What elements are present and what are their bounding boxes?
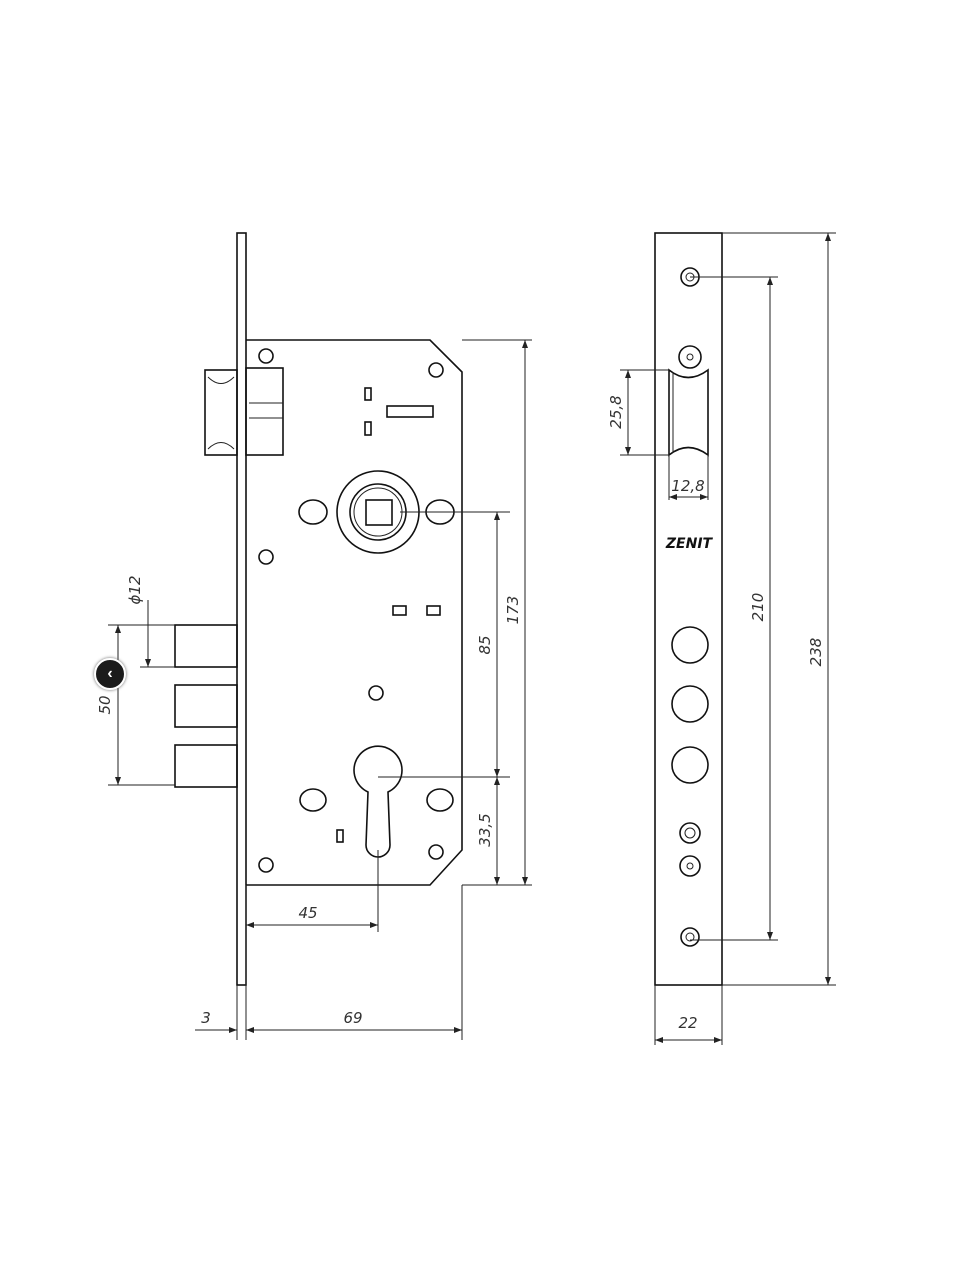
dim-latch-width: 12,8 <box>671 477 704 495</box>
dim-bolt-spacing: 50 <box>96 695 114 714</box>
screw-icons <box>258 348 444 873</box>
dim-plate-length: 238 <box>807 638 825 667</box>
dim-bolt-diameter: ϕ12 <box>126 576 144 605</box>
latch-side <box>668 368 709 457</box>
dim-latch-height: 25,8 <box>607 395 625 428</box>
dim-screw-spacing: 210 <box>749 593 767 622</box>
deadbolts <box>174 624 238 788</box>
dim-faceplate-thickness: 3 <box>201 1009 211 1027</box>
dim-body-height: 173 <box>504 596 522 625</box>
cylinder-cutout <box>353 745 403 858</box>
lock-body <box>246 339 463 886</box>
chevron-left-icon: ‹ <box>107 665 113 682</box>
dim-backset: 45 <box>298 904 317 922</box>
dim-cylinder-offset: 33,5 <box>476 813 494 846</box>
faceplate <box>236 232 247 986</box>
brand-logo: ZENIT <box>665 536 714 552</box>
faceplate-side <box>654 232 723 986</box>
dim-plate-width: 22 <box>678 1014 697 1032</box>
dim-center-distance: 85 <box>476 635 494 654</box>
latch <box>204 367 284 456</box>
previous-image-button[interactable]: ‹ <box>94 658 126 690</box>
side-view: ZENIT 25,8 12,8 210 238 22 <box>607 232 836 1045</box>
dim-body-depth: 69 <box>343 1009 362 1027</box>
front-view: 173 85 33,5 45 3 69 ϕ12 50 <box>96 232 532 1040</box>
